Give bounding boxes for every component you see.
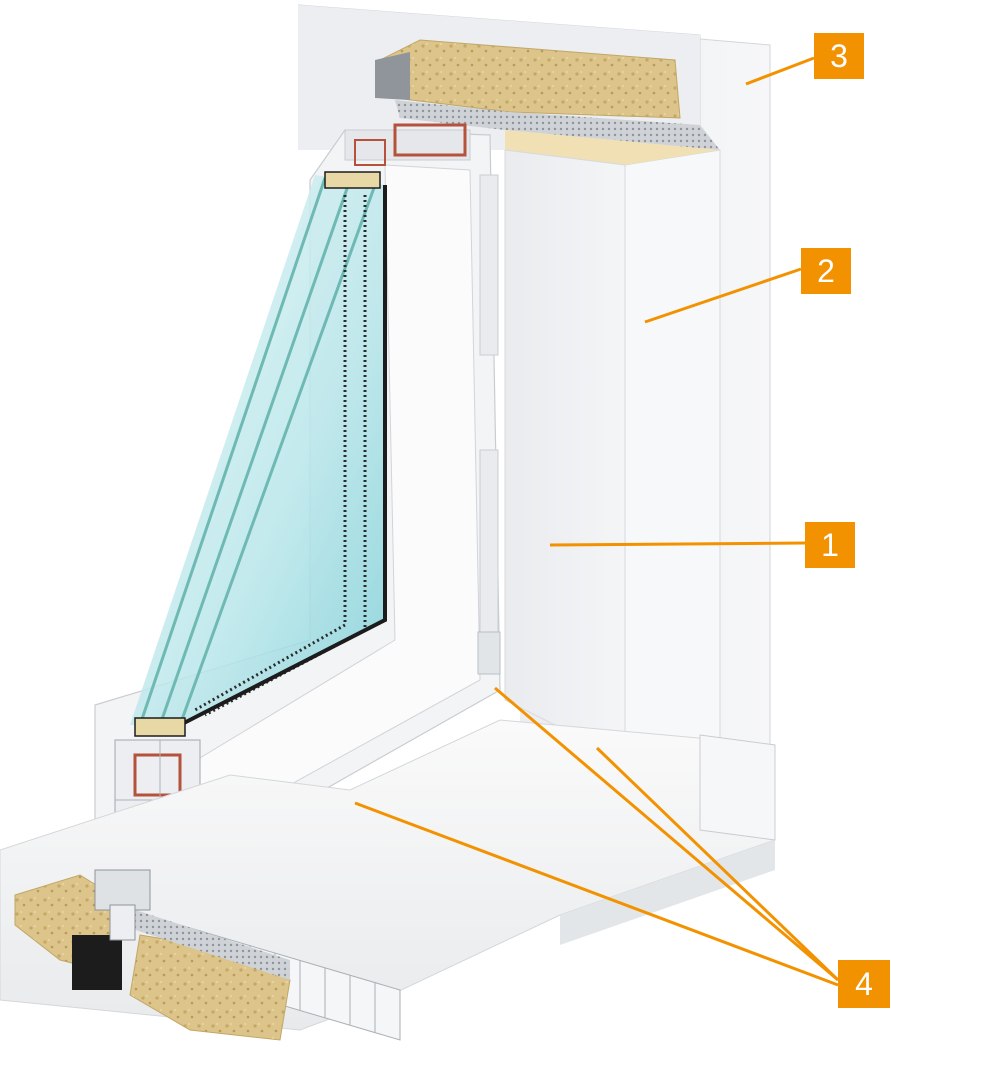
leader-4c: [354, 801, 839, 987]
callout-badge-4: 4: [838, 960, 890, 1008]
window-slope: [504, 149, 626, 761]
leader-3: [745, 56, 815, 86]
callout-badge-2: 2: [801, 248, 851, 294]
leader-4b: [595, 746, 840, 982]
triple-glazing: [130, 171, 387, 737]
sealing-block: [72, 935, 122, 990]
leader-4a: [494, 686, 839, 982]
leader-1: [549, 541, 806, 547]
top-insulation: [375, 39, 720, 150]
leader-2: [644, 267, 802, 324]
callout-leaders: [354, 56, 840, 987]
bottom-insulation: [14, 869, 291, 1041]
callout-badge-3: 3: [814, 33, 864, 79]
callout-badge-1: 1: [805, 522, 855, 568]
